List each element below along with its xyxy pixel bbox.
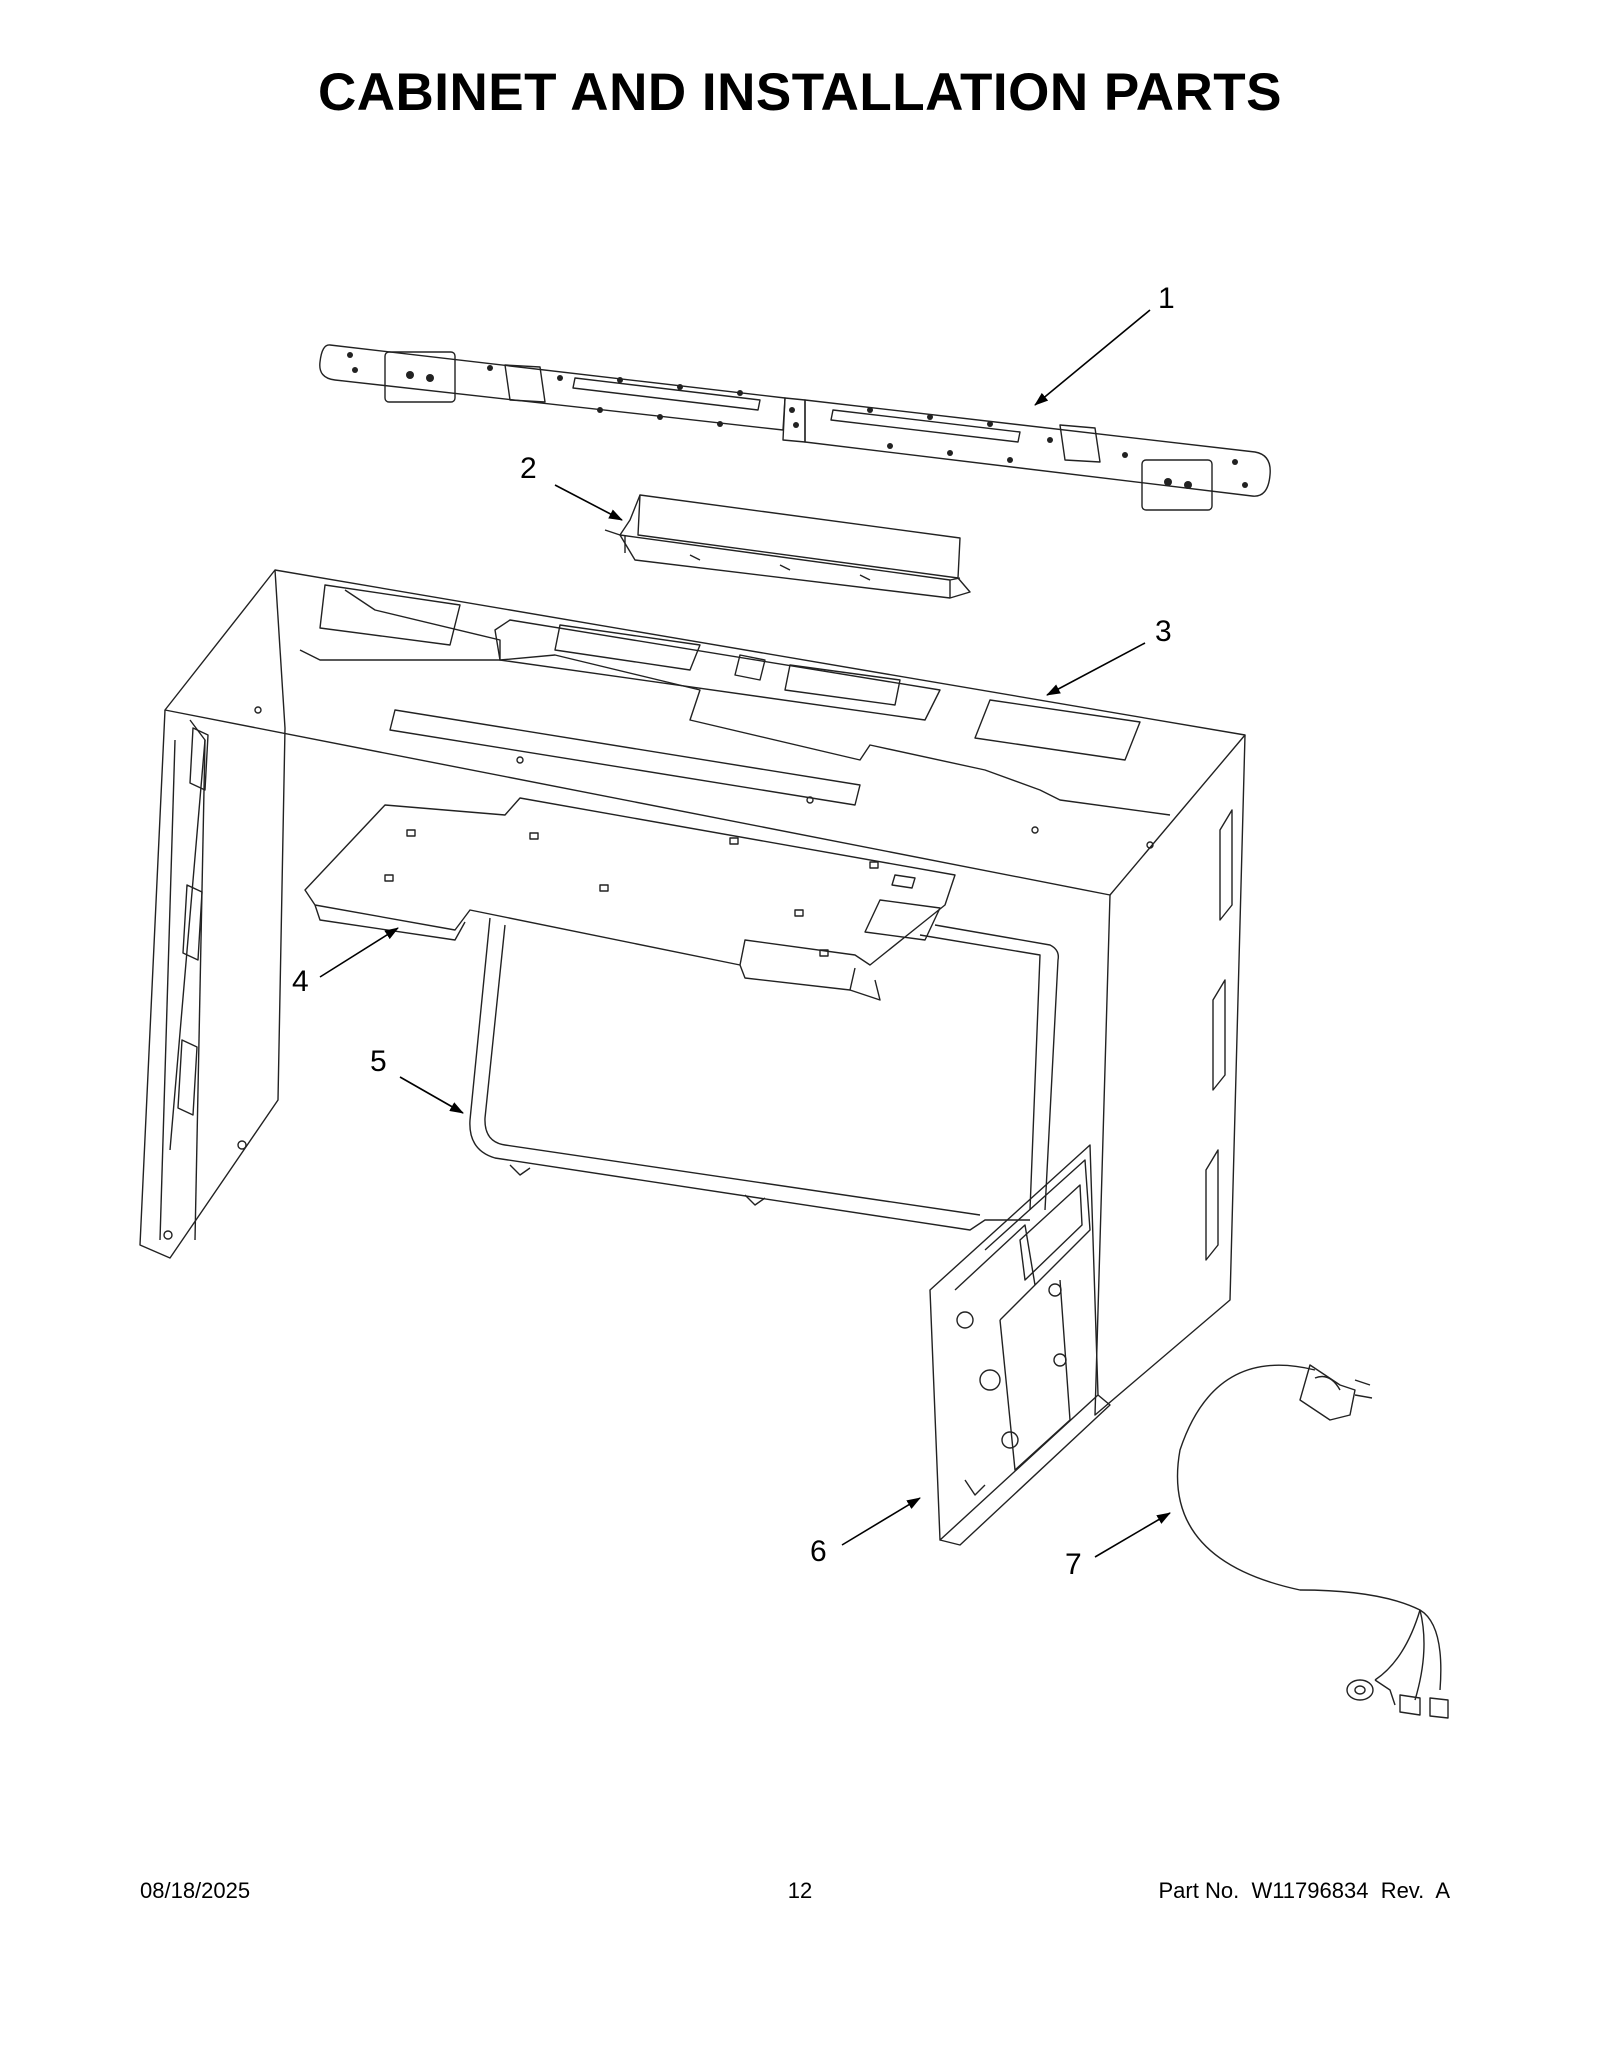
page-title: CABINET AND INSTALLATION PARTS — [317, 63, 1283, 122]
part-number: W11796834 — [1251, 1878, 1369, 1903]
callout-4: 4 — [292, 965, 309, 998]
footer-date: 08/18/2025 — [140, 1878, 251, 1903]
rev-label: Rev. — [1380, 1878, 1425, 1903]
mounting-plate-part — [319, 344, 1271, 511]
callout-2: 2 — [520, 452, 537, 485]
footer-part-info: Part No. W11796834 Rev. A — [1159, 1878, 1451, 1904]
top-bracket-part — [604, 494, 971, 599]
rev-value: A — [1435, 1878, 1450, 1903]
footer-page-number: 12 — [787, 1878, 813, 1903]
base-plate-part — [304, 797, 956, 1001]
callout-3: 3 — [1155, 615, 1172, 648]
leader-lines — [319, 309, 1171, 1558]
cabinet-wrapper-part — [139, 569, 1246, 1416]
callout-6: 6 — [810, 1535, 827, 1568]
callout-7: 7 — [1065, 1548, 1082, 1581]
callout-1: 1 — [1158, 282, 1175, 315]
callout-5: 5 — [370, 1045, 387, 1078]
frame-part — [469, 917, 1060, 1231]
part-label: Part No. — [1158, 1878, 1240, 1903]
power-cord-part — [1176, 1364, 1449, 1719]
side-bracket-part — [929, 1144, 1111, 1546]
